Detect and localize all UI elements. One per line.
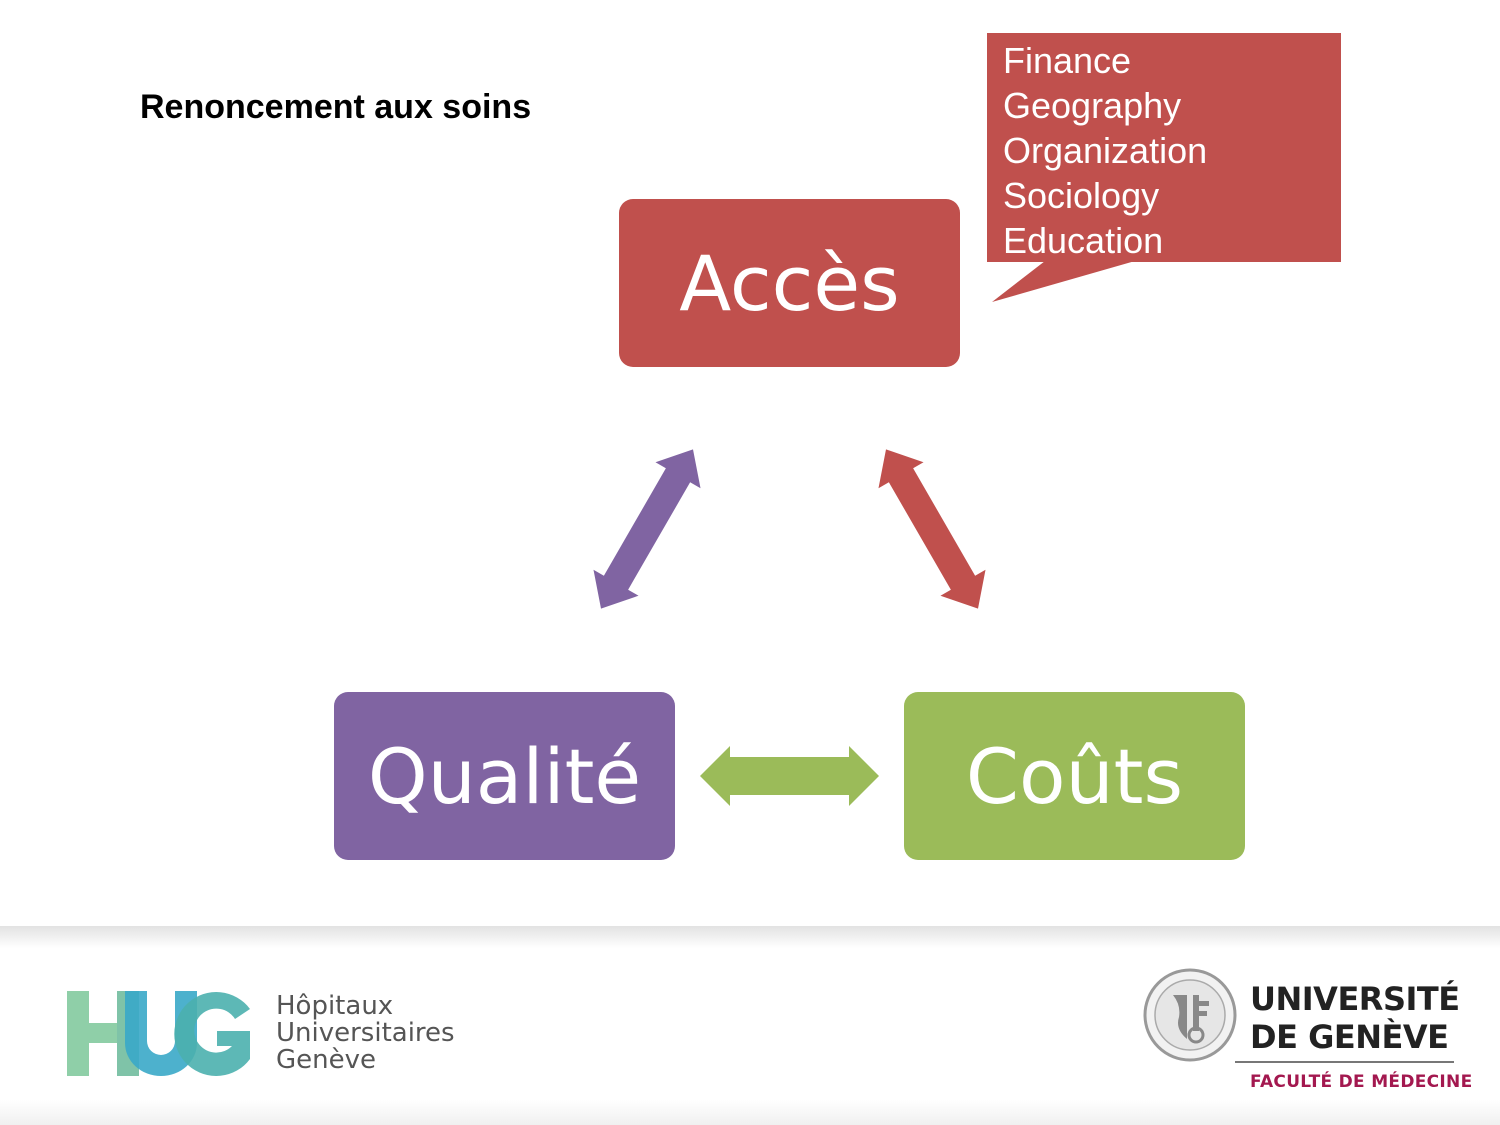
node-couts: Coûts: [904, 692, 1245, 860]
unige-divider: [1235, 1061, 1454, 1063]
unige-name: UNIVERSITÉ DE GENÈVE: [1250, 980, 1460, 1056]
hug-logo-text: Hôpitaux Universitaires Genève: [276, 993, 455, 1074]
unige-faculty: FACULTÉ DE MÉDECINE: [1250, 1072, 1473, 1092]
callout-item-organization: Organization: [1003, 130, 1208, 171]
node-qualite: Qualité: [334, 692, 675, 860]
callout-item-geography: Geography: [1003, 85, 1182, 126]
unige-seal-icon: [1143, 968, 1237, 1062]
node-qualite-label: Qualité: [367, 731, 642, 821]
arrow-qualite-couts-icon: [700, 746, 879, 806]
node-acces: Accès: [619, 199, 960, 367]
node-acces-label: Accès: [679, 238, 900, 328]
arrow-qualite-acces-icon: [593, 449, 701, 609]
hug-line-3: Genève: [276, 1045, 377, 1075]
callout-bubble: [987, 33, 1341, 262]
callout-item-education: Education: [1003, 220, 1164, 261]
unige-line-1: UNIVERSITÉ: [1250, 980, 1460, 1018]
slide-title: Renoncement aux soins: [140, 88, 532, 126]
hug-logo-icon: [67, 991, 250, 1076]
node-couts-label: Coûts: [965, 731, 1184, 821]
footer-divider: [0, 926, 1500, 948]
hug-line-1: Hôpitaux: [276, 991, 394, 1021]
callout-list: Finance Geography Organization Sociology…: [1003, 38, 1207, 263]
arrow-acces-couts-icon: [878, 449, 986, 609]
footer-bottom-shade: [0, 1100, 1500, 1125]
unige-line-2: DE GENÈVE: [1250, 1018, 1449, 1056]
hug-line-2: Universitaires: [276, 1018, 455, 1048]
callout-item-finance: Finance: [1003, 40, 1132, 81]
callout-item-sociology: Sociology: [1003, 175, 1160, 216]
